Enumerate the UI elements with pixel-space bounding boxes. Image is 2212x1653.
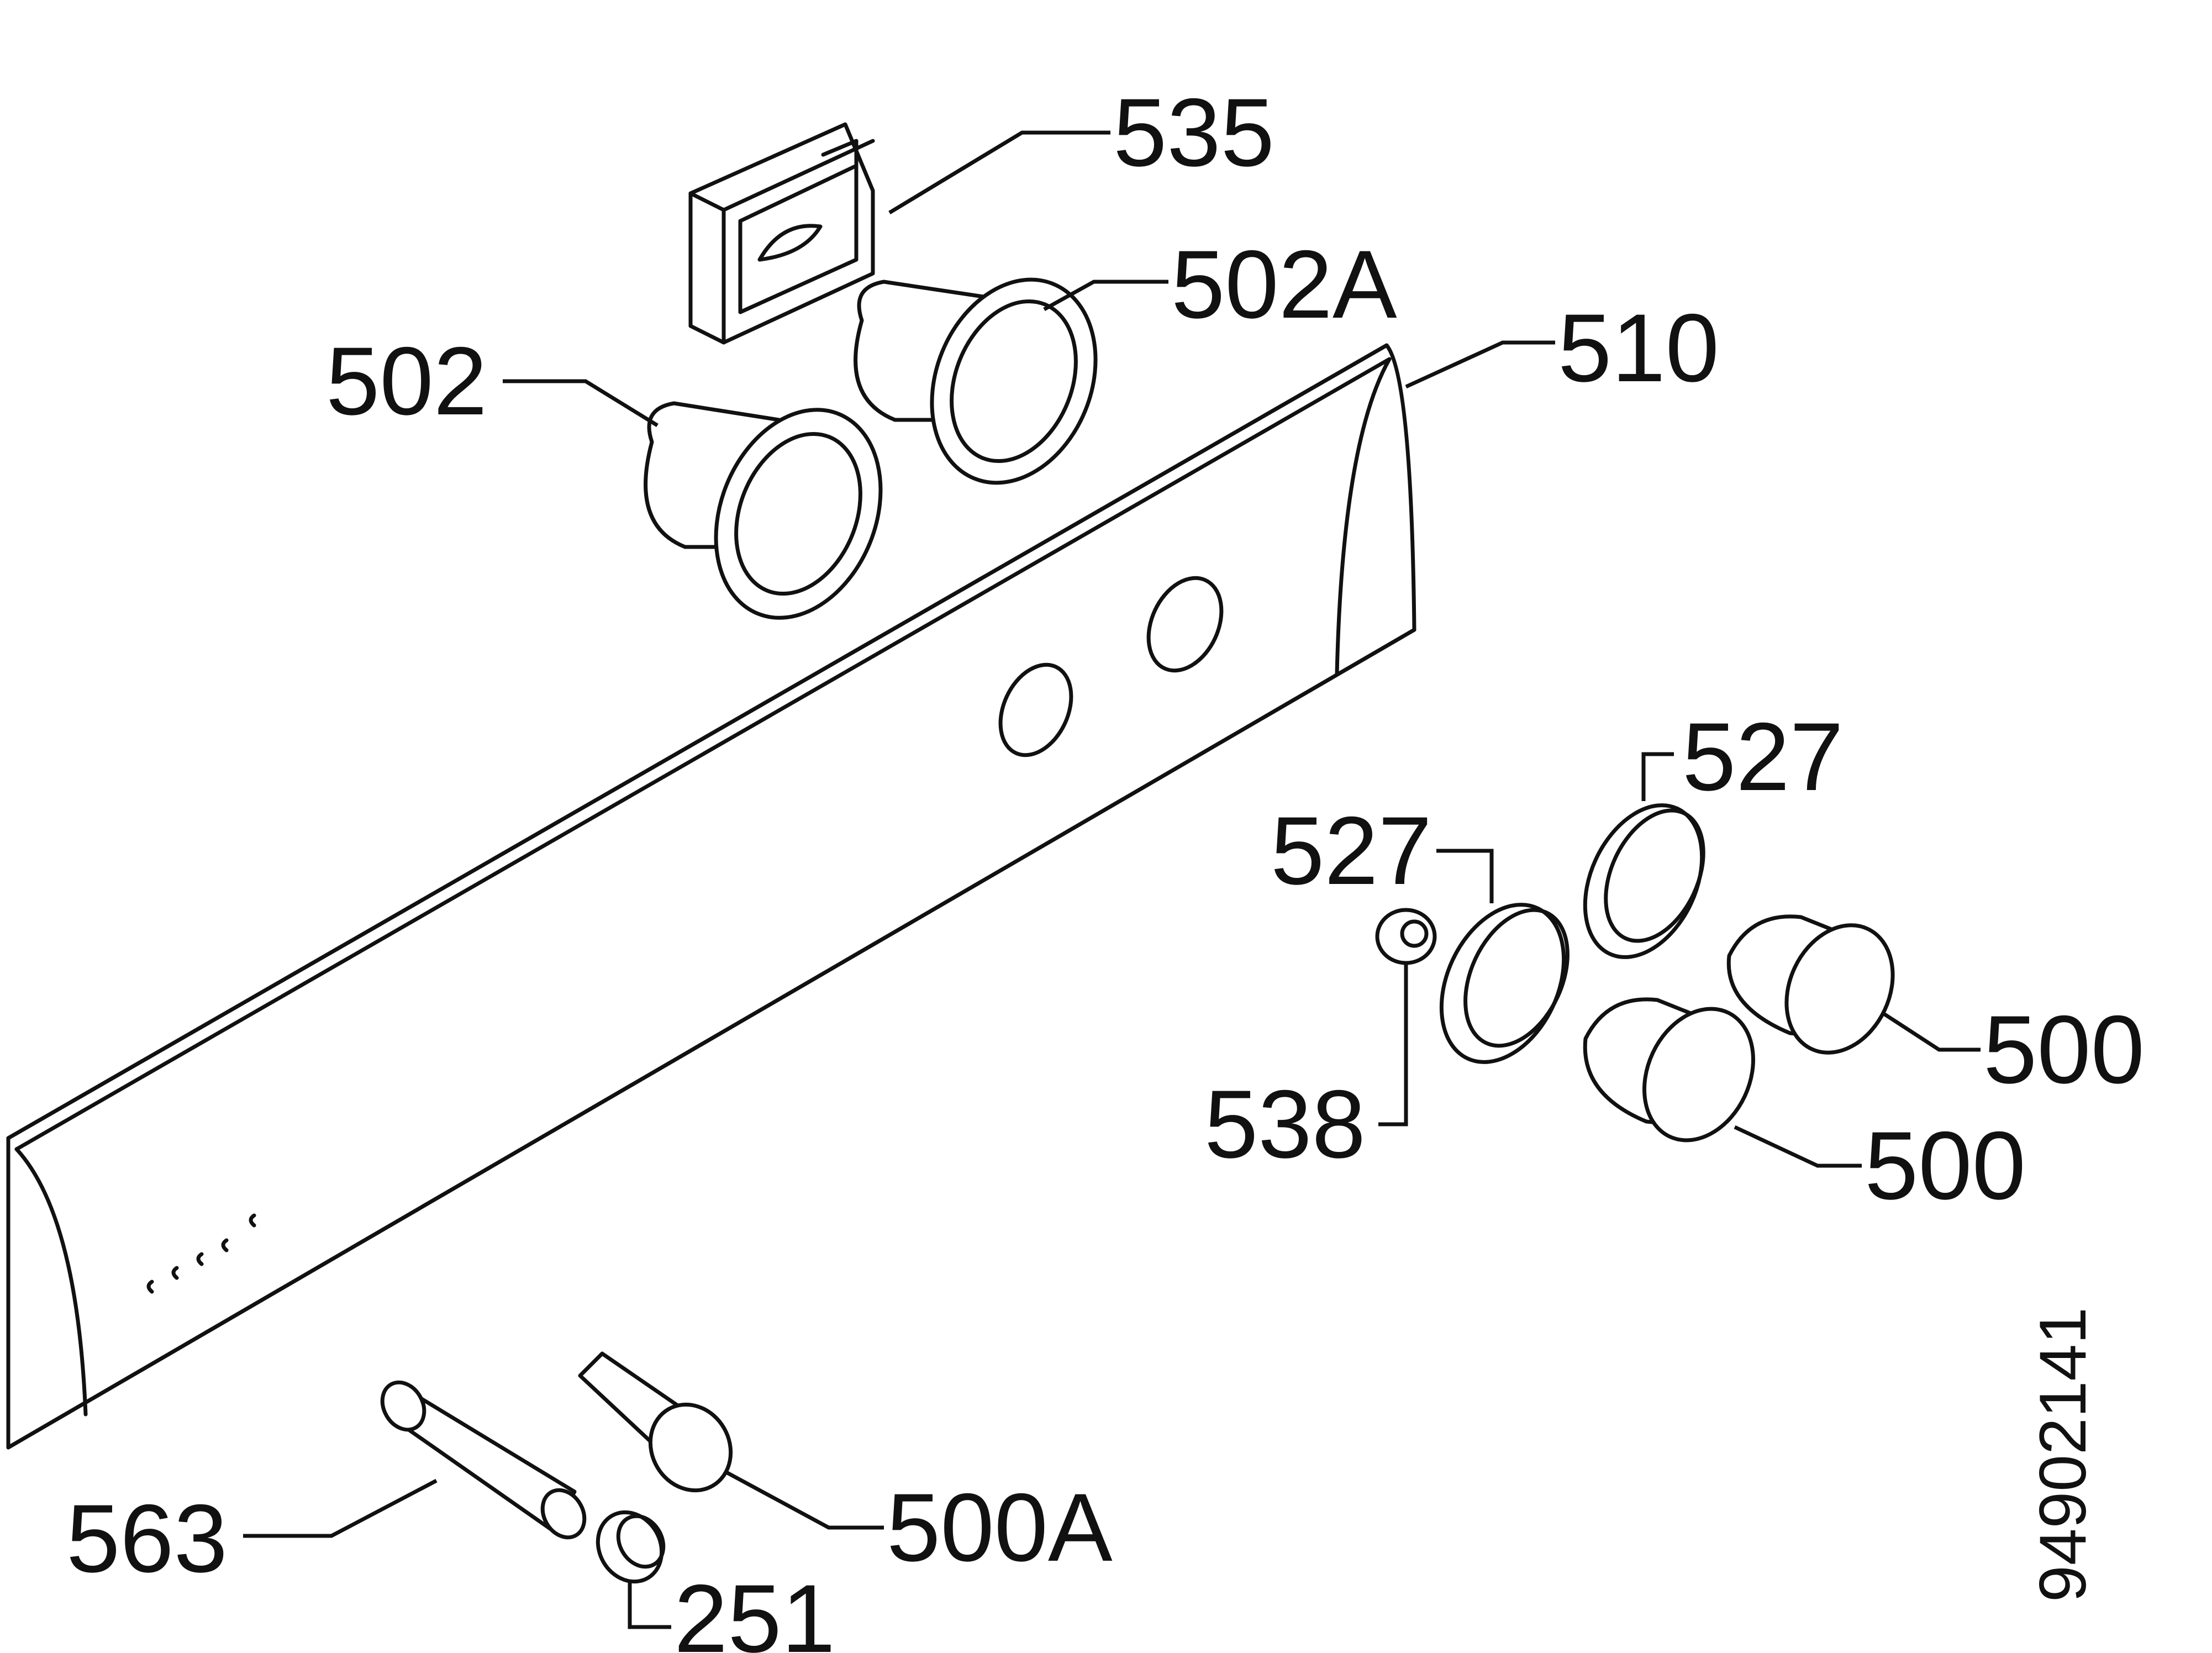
callout-502a: 502A xyxy=(1171,231,1397,339)
callout-563: 563 xyxy=(66,1485,228,1593)
callout-510: 510 xyxy=(1558,294,1719,402)
callout-500a: 500A xyxy=(887,1474,1113,1582)
leader-lines xyxy=(243,130,1981,1629)
indicator-marks xyxy=(146,1213,256,1294)
callout-527-lower: 527 xyxy=(1271,797,1432,905)
drawing-number: 94902141 xyxy=(2026,1307,2100,1602)
callout-251: 251 xyxy=(674,1565,835,1653)
shaft-part-563 xyxy=(380,1380,587,1540)
shaft-part-500a xyxy=(578,1351,733,1493)
bracket-part xyxy=(688,122,875,345)
nut-part-251 xyxy=(596,1510,666,1584)
callout-527-upper: 527 xyxy=(1682,703,1844,811)
callout-502: 502 xyxy=(326,328,487,435)
callout-500-lower: 500 xyxy=(1865,1112,2026,1220)
ring-part-527-lower xyxy=(1439,903,1570,1064)
callout-535: 535 xyxy=(1113,79,1274,187)
callout-538: 538 xyxy=(1204,1071,1366,1178)
knob-part-500-upper xyxy=(1726,914,1895,1055)
bezel-part-502 xyxy=(644,401,883,620)
callout-labels: 535 502A 502 510 527 527 538 500 500 563… xyxy=(66,79,2145,1653)
control-panel xyxy=(6,343,1416,1450)
knob-part-500-lower xyxy=(1583,997,1755,1143)
bezel-part-502a xyxy=(854,277,1098,485)
callout-500-upper: 500 xyxy=(1983,996,2145,1104)
ring-part-527-upper xyxy=(1583,803,1705,959)
part-538 xyxy=(1375,908,1437,965)
